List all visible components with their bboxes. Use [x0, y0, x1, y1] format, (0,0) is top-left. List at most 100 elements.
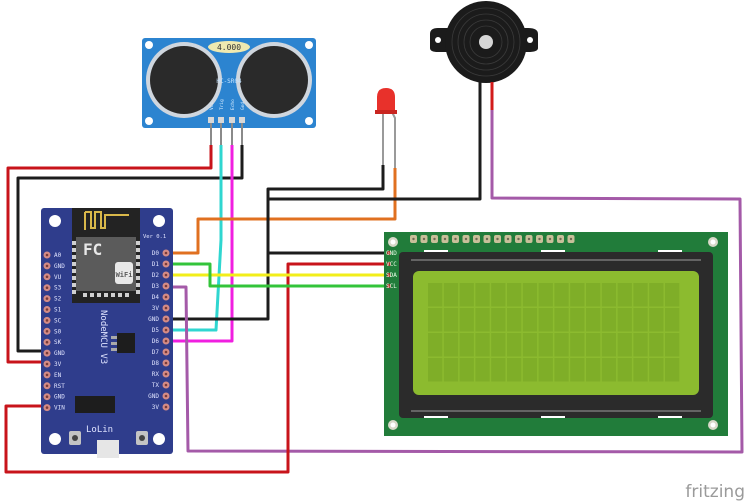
pin-gnd[interactable] [239, 117, 245, 123]
pin-label: 3V [152, 404, 160, 411]
lcd-char-cell [617, 283, 632, 307]
lcd-char-cell [586, 333, 601, 357]
pin-label: RX [152, 371, 160, 378]
pin-label: SC [54, 317, 62, 324]
wire-sensor-vcc-to-3v[interactable] [6, 145, 213, 364]
lcd-char-cell [633, 333, 648, 357]
ultrasonic-sensor[interactable]: 4.000 HC-SR04 Vcc Trig Echo Gnd [142, 38, 316, 145]
lcd-char-cell [507, 333, 522, 357]
lcd-pin-vcc[interactable] [387, 262, 391, 266]
pin-label: S0 [54, 328, 62, 335]
pin-trig[interactable] [218, 117, 224, 123]
lcd-pin-header [410, 235, 575, 243]
lcd-char-cell [443, 308, 459, 332]
pin-label: GND [54, 263, 65, 270]
pin-label: D3 [152, 283, 160, 290]
lcd-char-cell [428, 308, 443, 332]
pin-echo[interactable] [229, 117, 235, 123]
lcd-char-cell [491, 358, 506, 382]
lcd-char-cell [428, 358, 443, 382]
pin-label: TX [152, 382, 160, 389]
lcd-char-cell [522, 358, 538, 382]
pin-label: GND [54, 350, 65, 357]
lcd-char-cell [665, 333, 680, 357]
wire-buzzer-gnd[interactable] [268, 86, 482, 201]
pin-label: D1 [152, 261, 160, 268]
pin-label-trig: Trig [219, 99, 225, 110]
wire-sensor-gnd-to-gnd[interactable] [16, 145, 244, 353]
lcd-char-cell [617, 333, 632, 357]
lcd-pin-gnd[interactable] [387, 251, 391, 255]
lcd-char-cell [554, 333, 569, 357]
lcd-char-cell [570, 283, 585, 307]
pin-label: 3V [54, 361, 62, 368]
lcd-pin-label: SDA [386, 272, 397, 279]
pin-label: VU [54, 274, 62, 281]
lcd-pin-label: SCL [386, 283, 397, 290]
lcd-pin-scl[interactable] [387, 284, 391, 288]
lcd-char-cell [649, 283, 664, 307]
pin-label: D0 [152, 250, 160, 257]
pin-label: D6 [152, 338, 160, 345]
lcd-char-cell [538, 283, 553, 307]
wire-buzzer-to-d3[interactable] [166, 86, 744, 454]
wire-lcd-scl-to-d1[interactable] [166, 262, 390, 288]
lcd-char-cell [570, 358, 585, 382]
lcd-char-cell [649, 333, 664, 357]
lcd-display[interactable]: GND VCC SDA SCL [384, 232, 728, 436]
wire-trig-to-d5[interactable] [166, 145, 223, 332]
lcd-char-cell [475, 283, 490, 307]
pin-label: RST [54, 383, 65, 390]
lcd-char-cell [586, 308, 601, 332]
pin-label: S1 [54, 307, 62, 314]
pin-label: GND [148, 393, 159, 400]
lcd-char-cell [633, 358, 648, 382]
led[interactable] [375, 88, 397, 168]
pin-label: D8 [152, 360, 160, 367]
lcd-char-cell [617, 358, 632, 382]
nodemcu-board[interactable]: FC WiFi Ver 0.1 NodeMCU V3 LoLin A0GNDVU… [41, 208, 173, 458]
sensor-model-label: HC-SR04 [216, 78, 242, 85]
wire-led-to-d0[interactable] [166, 168, 397, 255]
pin-label: D4 [152, 294, 160, 301]
pin-label: GND [148, 316, 159, 323]
wire-led-gnd[interactable] [166, 165, 385, 321]
pin-vcc[interactable] [208, 117, 214, 123]
pin-label: VIN [54, 405, 65, 412]
piezo-buzzer[interactable] [430, 1, 538, 110]
wires [4, 86, 744, 474]
lcd-char-cell [601, 308, 617, 332]
lcd-char-cell [491, 308, 506, 332]
lcd-char-cell [538, 333, 553, 357]
pin-label: D5 [152, 327, 160, 334]
pin-label-gnd: Gnd [240, 102, 246, 110]
usb-serial-chip [75, 396, 115, 413]
lcd-char-cell [507, 358, 522, 382]
pin-label: S3 [54, 285, 62, 292]
wire-lcd-vcc-to-vin[interactable] [4, 262, 390, 474]
lcd-char-cell [522, 283, 538, 307]
pin-label: GND [54, 394, 65, 401]
lcd-char-cell [649, 358, 664, 382]
wifi-logo-icon: WiFi [116, 271, 133, 279]
lcd-char-cell [601, 283, 617, 307]
lcd-pin-label: GND [386, 250, 397, 257]
board-version: Ver 0.1 [143, 234, 166, 240]
lcd-char-cell [475, 308, 490, 332]
lcd-char-cell [649, 308, 664, 332]
pin-label: S2 [54, 296, 62, 303]
crystal-label: 4.000 [217, 43, 241, 52]
lcd-char-cell [443, 283, 459, 307]
micro-usb-port[interactable] [97, 440, 119, 458]
lcd-char-cell [617, 308, 632, 332]
lcd-char-cell [601, 358, 617, 382]
lcd-char-cell [633, 283, 648, 307]
lcd-char-cell [443, 333, 459, 357]
lcd-char-cell [459, 358, 474, 382]
lcd-pin-label: VCC [386, 261, 397, 268]
fc-logo-icon: FC [83, 240, 102, 259]
lcd-char-cell [586, 358, 601, 382]
lcd-pin-sda[interactable] [387, 273, 391, 277]
